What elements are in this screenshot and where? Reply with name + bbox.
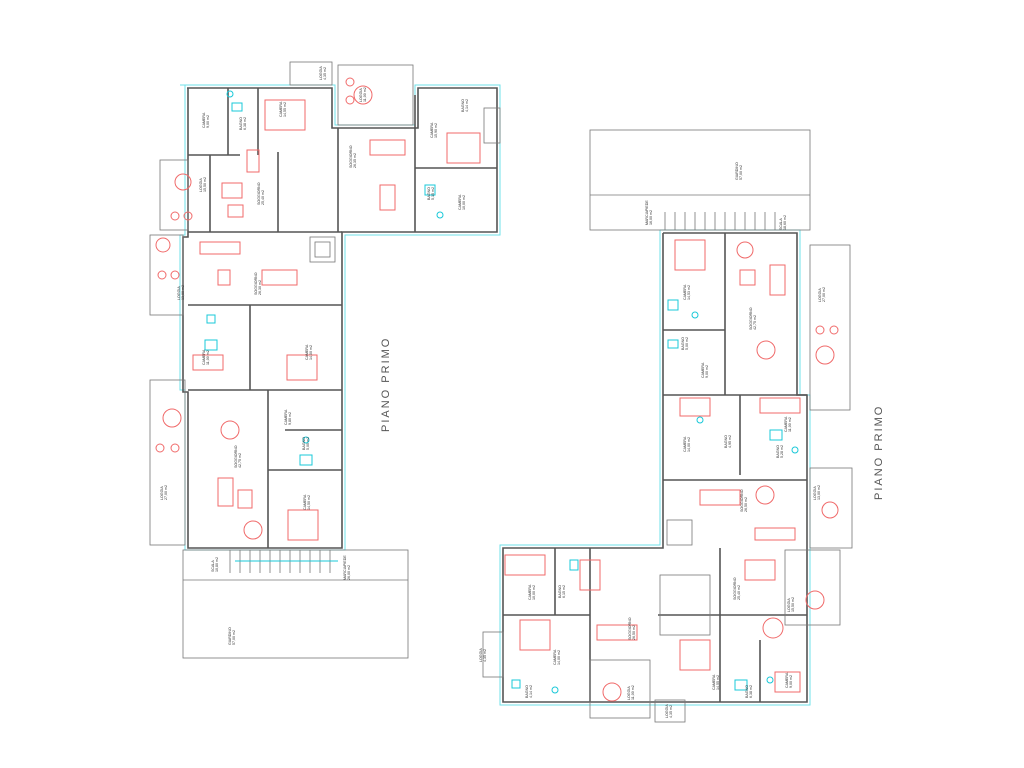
room-label: BAGNO5,00 m2 xyxy=(302,437,310,450)
room-label: SOGGIORNO25,40 m2 xyxy=(733,577,741,600)
loggia-right-1 xyxy=(809,244,851,411)
room-label: CAMERA9,00 m2 xyxy=(785,672,793,688)
loggia-right-2 xyxy=(809,467,853,549)
left-room-labels: PIANO PRIMO CAMERA9,00 m2 BAGNO6,38 m2 C… xyxy=(160,66,469,645)
room-label: LOGGIA11,00 m2 xyxy=(627,685,635,700)
room-label: BAGNO5,28 m2 xyxy=(776,445,784,458)
room-label: BAGNO4,95 m2 xyxy=(724,435,732,448)
room-label: BAGNO6,38 m2 xyxy=(239,117,247,130)
room-label: GIARDINO57,00 m2 xyxy=(228,627,236,645)
right-building xyxy=(482,129,853,723)
room-label: LOGGIA13,00 m2 xyxy=(813,485,821,500)
room-label: CAMERA14,55 m2 xyxy=(279,101,287,117)
loggia-left-3 xyxy=(149,379,186,546)
garden-left xyxy=(182,549,409,659)
room-label: CAMERA14,00 m2 xyxy=(683,436,691,452)
right-sanitary xyxy=(511,299,799,694)
room-label: MARCIAPIEDE26,00 m2 xyxy=(343,555,351,580)
room-label: SOGGIORNO26,50 m2 xyxy=(740,489,748,512)
loggia-right-5 xyxy=(589,659,651,719)
room-label: CAMERA9,00 m2 xyxy=(202,112,210,128)
room-label: LOGGIA27,00 m2 xyxy=(160,485,168,500)
loggia-right-6 xyxy=(654,699,686,723)
right-exterior-wall xyxy=(502,232,808,703)
room-label: BAGNO5,15 m2 xyxy=(427,187,435,200)
plan-title-right: PIANO PRIMO xyxy=(873,405,885,500)
loggia-left-5 xyxy=(337,64,414,126)
room-label: BAGNO6,38 m2 xyxy=(745,685,753,698)
room-label: CAMERA14,00 m2 xyxy=(305,344,313,360)
room-label: SOGGIORNO25,40 m2 xyxy=(257,182,265,205)
room-label: CAMERA14,50 m2 xyxy=(303,494,311,510)
room-label: LOGGIA4,35 m2 xyxy=(665,704,673,718)
loggia-right-3 xyxy=(784,549,841,626)
right-furniture xyxy=(504,239,839,702)
garden-right xyxy=(589,129,811,231)
room-label: SOGGIORNO42,75 m2 xyxy=(749,307,757,330)
loggia-left-4 xyxy=(289,61,333,86)
room-label: MARCIAPIEDE16,00 m2 xyxy=(645,200,653,225)
stairs-right xyxy=(664,212,776,230)
loggia-left-1 xyxy=(159,159,189,231)
room-label: CAMERA14,55 m2 xyxy=(712,674,720,690)
room-label: SOGGIORNO26,50 m2 xyxy=(628,617,636,640)
room-label: CAMERA14,53 m2 xyxy=(683,284,691,300)
room-label: CAMERA10,00 m2 xyxy=(528,584,536,600)
room-label: CAMERA15,90 m2 xyxy=(430,122,438,138)
room-label: BAGNO4,14 m2 xyxy=(525,685,533,698)
room-label: SCALA10,80 m2 xyxy=(211,557,219,572)
room-label: LOGGIA15,50 m2 xyxy=(787,597,795,612)
left-exterior-wall xyxy=(182,87,498,549)
room-label: CAMERA11,00 m2 xyxy=(784,416,792,432)
room-label: BAGNO5,00 m2 xyxy=(681,337,689,350)
plan-title-left: PIANO PRIMO xyxy=(380,337,392,432)
room-label: LOGGIA13,00 m2 xyxy=(177,285,185,300)
room-label: CAMERA10,00 m2 xyxy=(458,194,466,210)
right-room-labels: PIANO PRIMO GIARDINO57,00 m2 MARCIAPIEDE… xyxy=(479,162,885,718)
room-label: LOGGIA4,35 m2 xyxy=(479,648,487,662)
left-building xyxy=(149,61,501,659)
room-label: LOGGIA11,00 m2 xyxy=(359,87,367,102)
room-label: SOGGIORNO42,75 m2 xyxy=(234,445,242,468)
room-label: BAGNO4,14 m2 xyxy=(461,99,469,112)
loggia-left-6 xyxy=(483,107,501,144)
room-label: LOGGIA15,50 m2 xyxy=(199,177,207,192)
room-label: CAMERA9,00 m2 xyxy=(701,362,709,378)
left-sanitary xyxy=(204,90,444,466)
room-label: LOGGIA27,00 m2 xyxy=(818,287,826,302)
room-label: SOGGIORNO26,30 m2 xyxy=(254,272,262,295)
loggia-left-2 xyxy=(149,234,184,316)
room-label: GIARDINO57,00 m2 xyxy=(735,162,743,180)
room-label: CAMERA11,00 m2 xyxy=(202,349,210,365)
left-furniture xyxy=(155,77,481,541)
room-label: LOGGIA4,35 m2 xyxy=(319,66,327,80)
room-label: SOGGIORNO26,35 m2 xyxy=(349,145,357,168)
right-outline xyxy=(499,229,811,706)
loggia-right-4 xyxy=(482,631,504,678)
room-label: CAMERA14,00 m2 xyxy=(553,649,561,665)
room-label: BAGNO6,15 m2 xyxy=(558,585,566,598)
room-label: CAMERA9,80 m2 xyxy=(284,409,292,425)
room-label: SCALA18,60 m2 xyxy=(779,215,787,230)
